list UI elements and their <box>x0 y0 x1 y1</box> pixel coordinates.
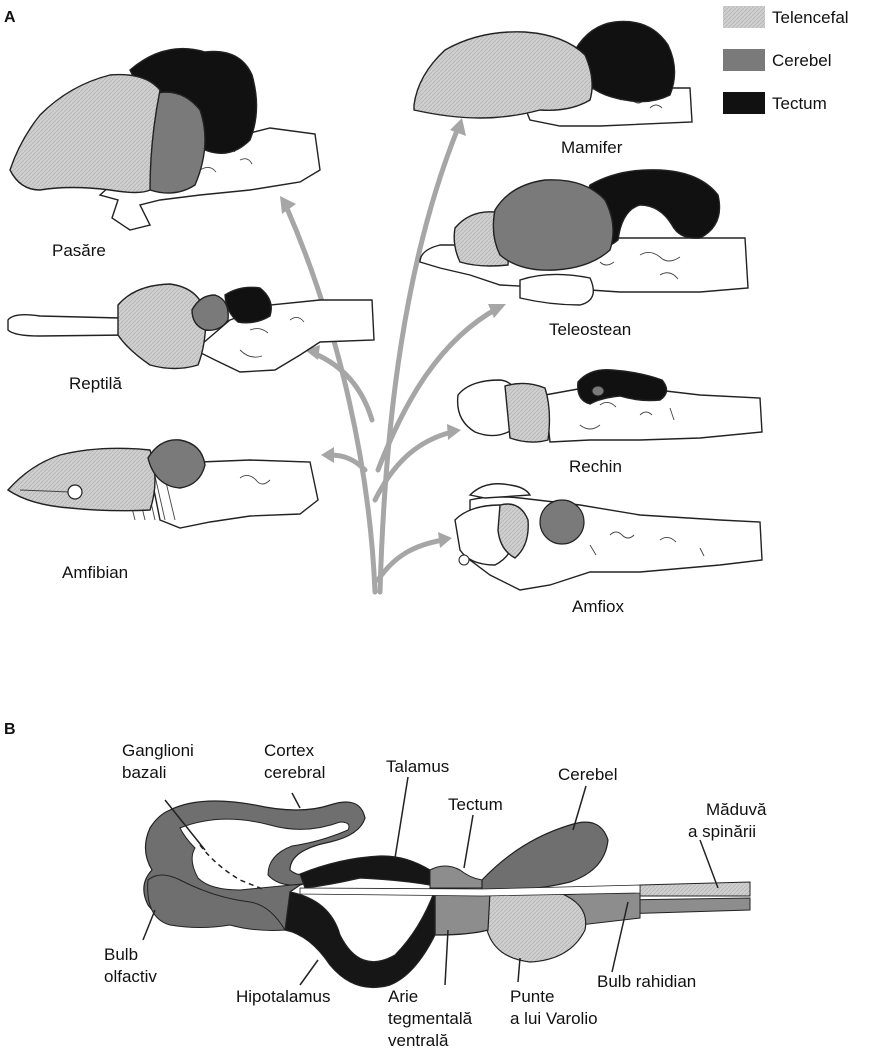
legend-label-tectum: Tectum <box>772 94 827 113</box>
panel-b-letter: B <box>4 721 16 738</box>
legend-swatch-telencefal <box>723 6 765 28</box>
label-bird: Pasăre <box>52 241 106 260</box>
legend: Telencefal Cerebel Tectum <box>723 6 849 114</box>
label-cortex-2: cerebral <box>264 763 325 782</box>
label-reptile: Reptilă <box>69 374 122 393</box>
label-spinal-cord-1: Măduvă <box>706 800 767 819</box>
label-amphioxus: Amfiox <box>572 597 624 616</box>
label-olfactory-bulb-2: olfactiv <box>104 967 157 986</box>
shark-brain: Rechin <box>458 370 762 476</box>
label-amphibian: Amfibian <box>62 563 128 582</box>
reptile-brain: Reptilă <box>8 284 374 393</box>
label-vta-3: ventrală <box>388 1031 449 1050</box>
label-cerebellum: Cerebel <box>558 765 618 784</box>
label-pons-2: a lui Varolio <box>510 1009 598 1028</box>
amphibian-brain: Amfibian <box>8 440 318 582</box>
label-shark: Rechin <box>569 457 622 476</box>
teleost-brain: Teleostean <box>420 170 748 339</box>
panel-a-letter: A <box>4 9 16 26</box>
label-teleost: Teleostean <box>549 320 631 339</box>
legend-label-cerebel: Cerebel <box>772 51 832 70</box>
label-pons-1: Punte <box>510 987 554 1006</box>
label-vta-2: tegmentală <box>388 1009 473 1028</box>
legend-swatch-cerebel <box>723 49 765 71</box>
amphioxus-brain: Amfiox <box>455 484 762 616</box>
label-basal-ganglia-1: Ganglioni <box>122 741 194 760</box>
label-medulla: Bulb rahidian <box>597 972 696 991</box>
label-cortex-1: Cortex <box>264 741 315 760</box>
bird-brain: Pasăre <box>10 49 320 260</box>
label-mammal: Mamifer <box>561 138 623 157</box>
label-vta-1: Arie <box>388 987 418 1006</box>
legend-label-telencefal: Telencefal <box>772 8 849 27</box>
legend-swatch-tectum <box>723 92 765 114</box>
label-basal-ganglia-2: bazali <box>122 763 166 782</box>
label-hypothalamus: Hipotalamus <box>236 987 331 1006</box>
label-olfactory-bulb-1: Bulb <box>104 945 138 964</box>
label-thalamus: Talamus <box>386 757 449 776</box>
label-tectum: Tectum <box>448 795 503 814</box>
label-spinal-cord-2: a spinării <box>688 822 756 841</box>
